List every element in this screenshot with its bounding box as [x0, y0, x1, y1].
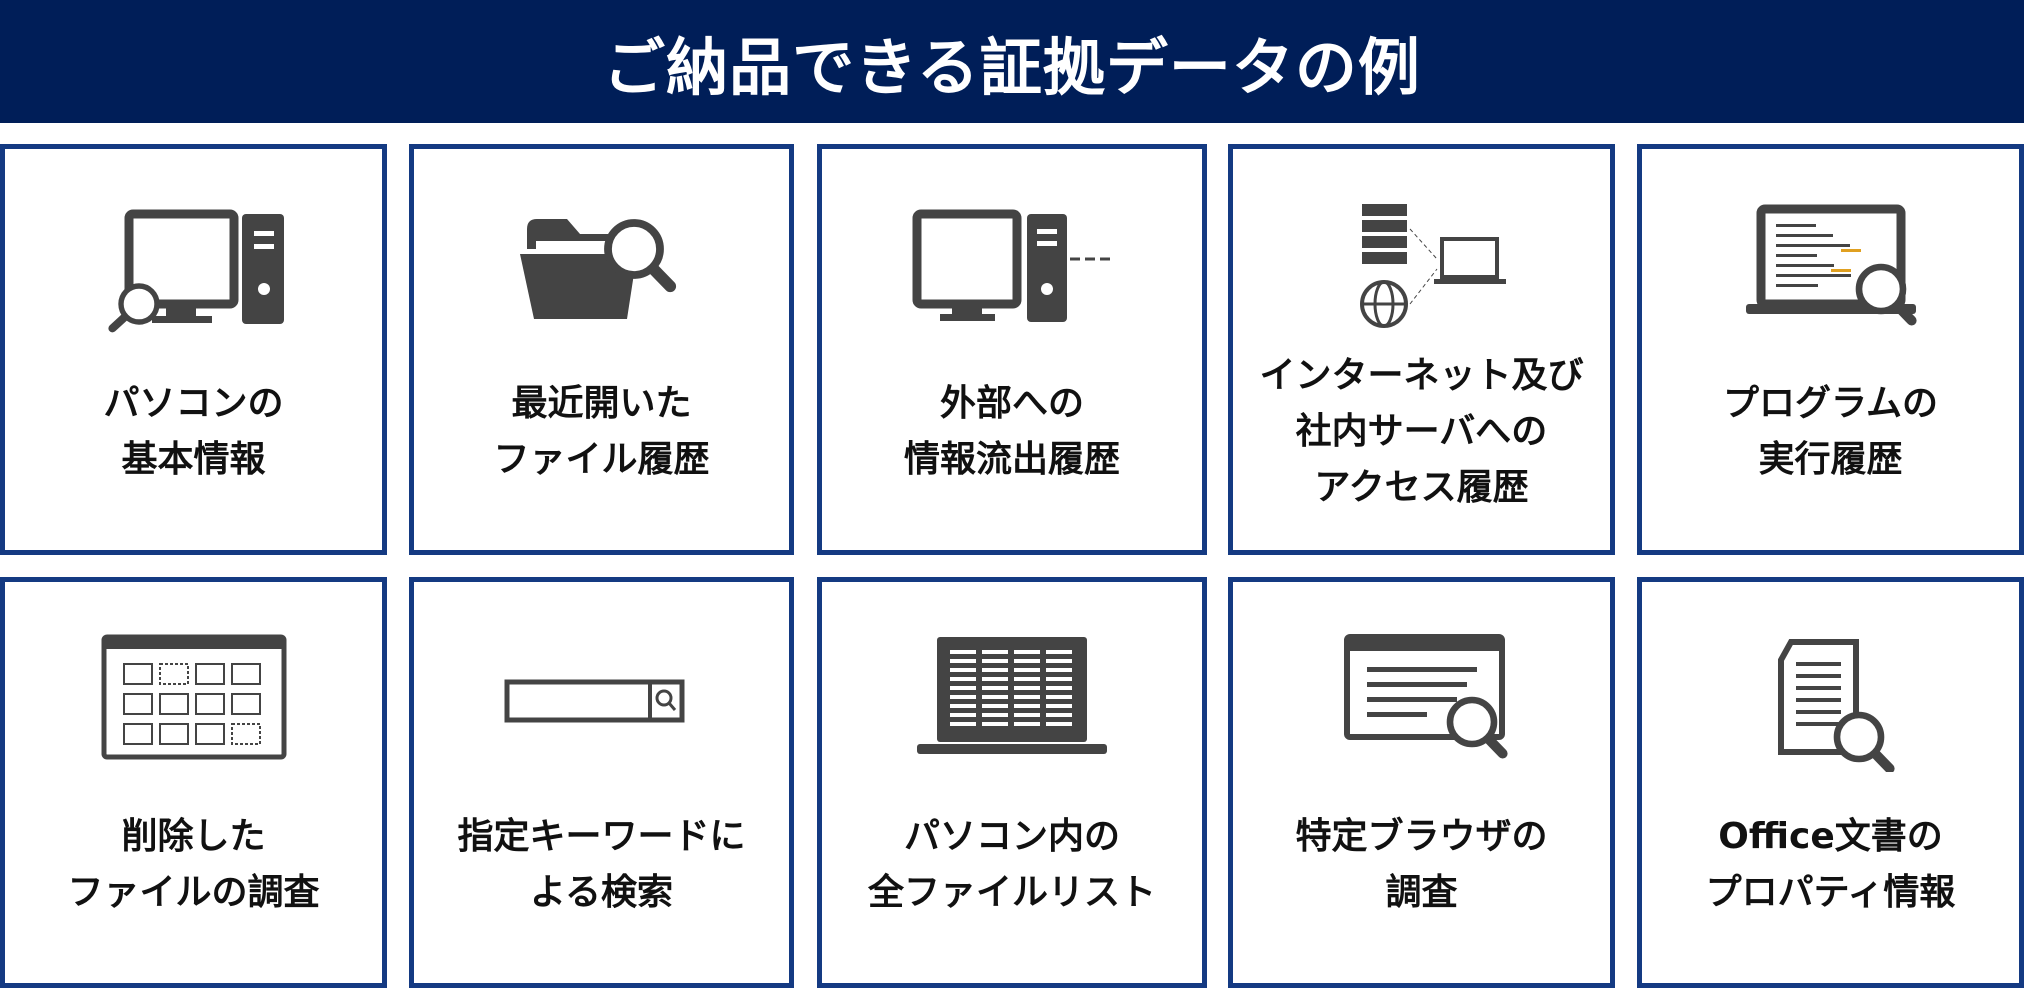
document-search-icon — [1731, 632, 1931, 774]
card-label: インターネット及び社内サーバへのアクセス履歴 — [1233, 149, 1610, 550]
deleted-files-window-icon — [94, 632, 294, 772]
card-label-line: Office文書の — [1718, 816, 1943, 857]
page-header: ご納品できる証拠データの例 — [0, 0, 2024, 123]
page-title: ご納品できる証拠データの例 — [603, 30, 1421, 104]
card-label: 指定キーワードによる検索 — [414, 582, 789, 983]
evidence-card: 削除したファイルの調査 — [0, 577, 387, 988]
card-label-line: 基本情報 — [121, 439, 266, 480]
evidence-card: Office文書のプロパティ情報 — [1637, 577, 2024, 988]
card-label-line: 社内サーバへの — [1295, 411, 1548, 452]
card-label: パソコンの基本情報 — [5, 149, 382, 550]
evidence-card: 指定キーワードによる検索 — [409, 577, 794, 988]
evidence-card: 外部への情報流出履歴 — [817, 144, 1207, 555]
card-label-line: 指定キーワードに — [457, 816, 746, 857]
card-label-line: パソコンの — [103, 383, 284, 424]
card-label-line: 削除した — [121, 816, 266, 857]
evidence-card: パソコンの基本情報 — [0, 144, 387, 555]
card-label: パソコン内の全ファイルリスト — [822, 582, 1202, 983]
card-label: Office文書のプロパティ情報 — [1642, 582, 2019, 983]
card-label: 外部への情報流出履歴 — [822, 149, 1202, 550]
card-label-line: インターネット及び — [1259, 355, 1584, 396]
evidence-card: インターネット及び社内サーバへのアクセス履歴 — [1228, 144, 1615, 555]
laptop-code-search-icon — [1731, 199, 1931, 339]
card-label: 削除したファイルの調査 — [5, 582, 382, 983]
card-label-line: ファイルの調査 — [67, 872, 320, 913]
card-label: 最近開いたファイル履歴 — [414, 149, 789, 550]
network-server-icon — [1322, 199, 1522, 339]
card-label-line: 実行履歴 — [1758, 439, 1903, 480]
browser-search-icon — [1322, 632, 1522, 772]
card-label-line: パソコン内の — [903, 816, 1120, 857]
card-label-line: 調査 — [1385, 872, 1458, 913]
card-label: 特定ブラウザの調査 — [1233, 582, 1610, 983]
card-label-line: 最近開いた — [511, 383, 692, 424]
card-label-line: 全ファイルリスト — [867, 872, 1156, 913]
search-bar-icon — [502, 632, 702, 772]
card-label-line: 情報流出履歴 — [903, 439, 1120, 480]
evidence-card: プログラムの実行履歴 — [1637, 144, 2024, 555]
card-label-line: プログラムの — [1723, 383, 1938, 424]
card-label: プログラムの実行履歴 — [1642, 149, 2019, 550]
desktop-search-icon — [94, 199, 294, 339]
card-label-line: ファイル履歴 — [493, 439, 710, 480]
laptop-file-list-icon — [912, 632, 1112, 772]
card-label-line: アクセス履歴 — [1314, 467, 1529, 508]
card-label-line: 外部への — [939, 383, 1084, 424]
card-label-line: よる検索 — [530, 872, 673, 913]
evidence-card: パソコン内の全ファイルリスト — [817, 577, 1207, 988]
evidence-card: 特定ブラウザの調査 — [1228, 577, 1615, 988]
card-label-line: プロパティ情報 — [1705, 872, 1956, 913]
evidence-card: 最近開いたファイル履歴 — [409, 144, 794, 555]
folder-search-icon — [502, 199, 702, 339]
card-label-line: 特定ブラウザの — [1295, 816, 1548, 857]
